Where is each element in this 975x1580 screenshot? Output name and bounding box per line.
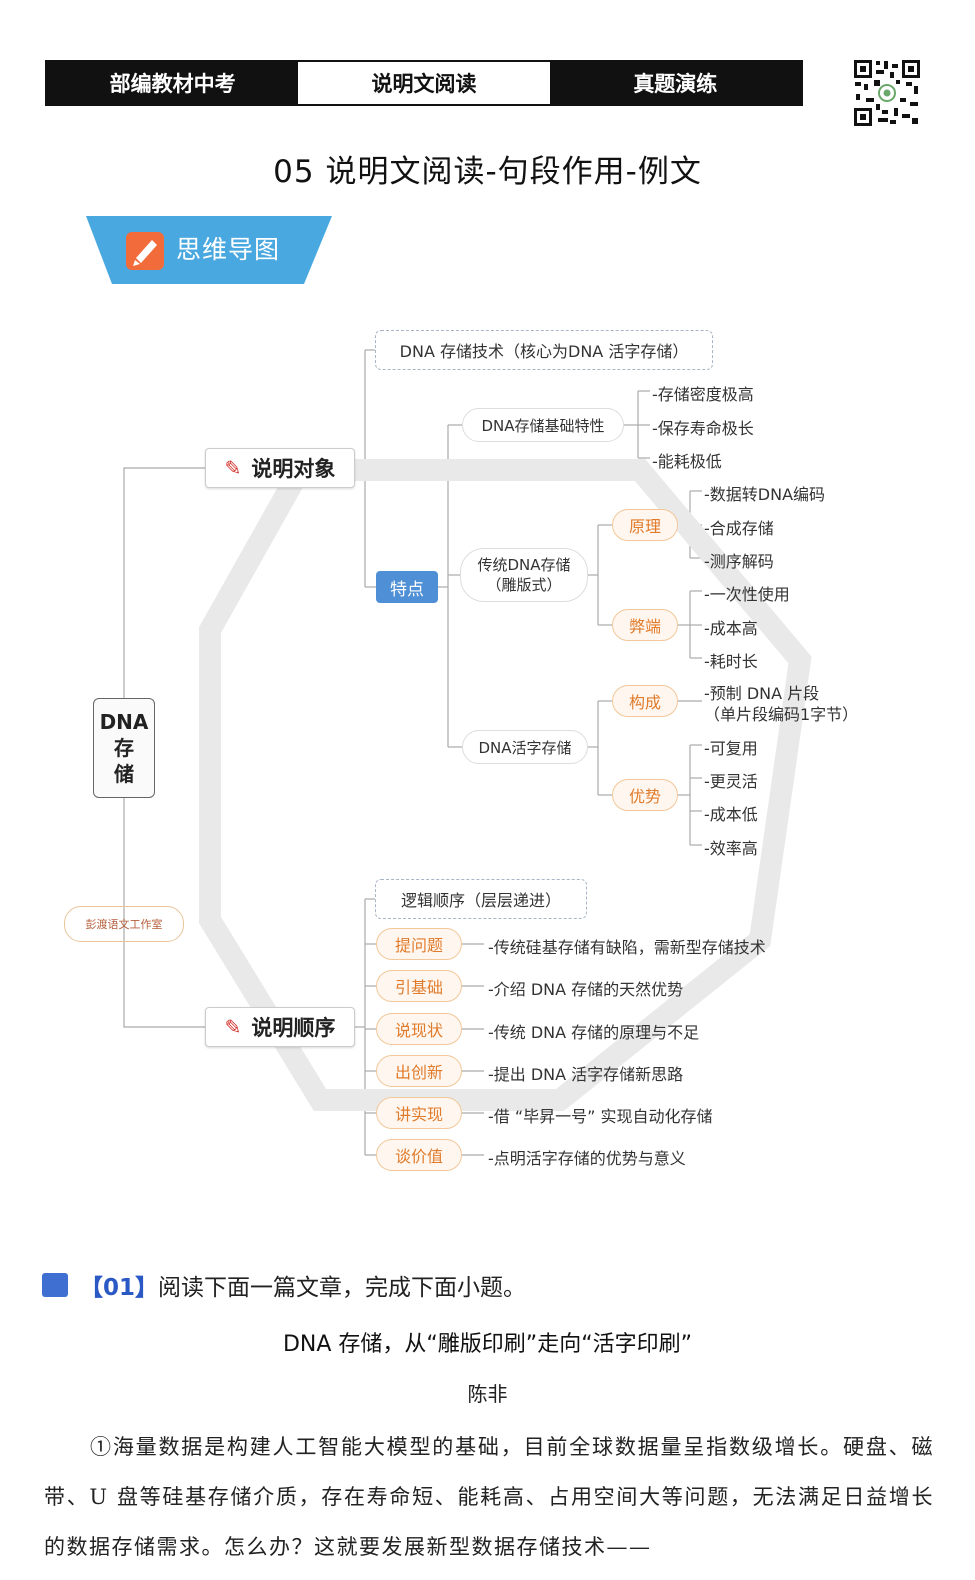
step-text-6: -点明活字存储的优势与意义 <box>488 1149 686 1168</box>
bookmark-icon <box>42 1273 68 1297</box>
composition-line-1: -预制 DNA 片段 <box>704 684 820 703</box>
traditional-storage-node: 传统DNA存储 （雕版式） <box>460 548 588 602</box>
root-line-2: 存 <box>114 736 134 760</box>
mindmap-banner <box>86 216 332 284</box>
step-text-4: -提出 DNA 活字存储新思路 <box>488 1065 684 1084</box>
header-center-tab: 说明文阅读 <box>298 62 550 104</box>
mindmap-root: DNA 存 储 <box>93 698 155 798</box>
article-paragraph-1: ①海量数据是构建人工智能大模型的基础，目前全球数据量呈指数级增长。硬盘、磁带、U… <box>44 1435 934 1559</box>
article-title: DNA 存储，从“雕版印刷”走向“活字印刷” <box>282 1332 693 1357</box>
root-line-3: 储 <box>114 762 134 786</box>
core-object-node: DNA 存储技术（核心为DNA 活字存储） <box>375 330 713 370</box>
root-line-1: DNA <box>99 710 149 734</box>
branch-order-label: 说明顺序 <box>251 1016 336 1040</box>
header-bar: 部编教材中考 说明文阅读 真题演练 <box>45 60 803 106</box>
principle-item-1: -数据转DNA编码 <box>704 485 826 504</box>
step-tag-2: 引基础 <box>376 970 462 1002</box>
composition-line-2: （单片段编码1字节） <box>704 705 859 724</box>
pencil-icon: ✎ <box>224 1015 242 1039</box>
step-text-1: -传统硅基存储有缺陷，需新型存储技术 <box>488 938 766 957</box>
mind-map-connectors <box>123 349 812 1156</box>
drawback-item-3: -耗时长 <box>704 652 758 671</box>
basic-item-2: -保存寿命极长 <box>652 419 754 438</box>
step-text-2: -介绍 DNA 存储的天然优势 <box>488 980 684 999</box>
question-heading: 【01】 阅读下面一篇文章，完成下面小题。 <box>42 1268 526 1302</box>
advantage-item-2: -更灵活 <box>704 772 758 791</box>
article-author: 陈非 <box>467 1382 508 1406</box>
branch-object-label: 说明对象 <box>251 457 336 481</box>
advantage-item-1: -可复用 <box>704 739 758 758</box>
basic-feature-node: DNA存储基础特性 <box>462 408 624 442</box>
principle-item-3: -测序解码 <box>704 552 774 571</box>
step-tag-6: 谈价值 <box>376 1139 462 1171</box>
advantage-tag: 优势 <box>612 779 678 811</box>
advantage-item-3: -成本低 <box>704 805 758 824</box>
principle-tag: 原理 <box>612 509 678 541</box>
logic-order-node: 逻辑顺序（层层递进） <box>375 879 587 919</box>
step-text-3: -传统 DNA 存储的原理与不足 <box>488 1023 700 1042</box>
page-title: 05 说明文阅读-句段作用-例文 <box>273 154 702 190</box>
feature-tag: 特点 <box>376 571 438 603</box>
step-tag-3: 说现状 <box>376 1013 462 1045</box>
drawback-tag: 弊端 <box>612 609 678 641</box>
step-tag-4: 出创新 <box>376 1055 462 1087</box>
basic-item-1: -存储密度极高 <box>652 385 754 404</box>
drawback-item-1: -一次性使用 <box>704 585 790 604</box>
branch-object: ✎ 说明对象 <box>205 448 355 488</box>
drawback-item-2: -成本高 <box>704 619 758 638</box>
header-right-tab: 真题演练 <box>549 62 801 104</box>
mind-map: DNA 存 储 ✎ 说明对象 DNA 存储技术（核心为DNA 活字存储） 特点 … <box>0 300 975 1200</box>
studio-seal: 彭渡语文工作室 <box>64 906 184 942</box>
banner-label: 思维导图 <box>176 235 281 264</box>
basic-item-3: -能耗极低 <box>652 452 722 471</box>
qr-code-icon <box>852 58 922 128</box>
traditional-line-1: 传统DNA存储 <box>477 556 571 574</box>
step-text-5: -借 “毕昇一号” 实现自动化存储 <box>488 1107 713 1126</box>
principle-item-2: -合成存储 <box>704 519 774 538</box>
step-tag-5: 讲实现 <box>376 1097 462 1129</box>
pencil-icon: ✎ <box>224 456 242 480</box>
traditional-line-2: （雕版式） <box>486 576 562 594</box>
composition-tag: 构成 <box>612 685 678 717</box>
movable-storage-node: DNA活字存储 <box>462 730 588 764</box>
question-prompt: 阅读下面一篇文章，完成下面小题。 <box>158 1275 527 1301</box>
advantage-item-4: -效率高 <box>704 839 758 858</box>
step-tag-1: 提问题 <box>376 928 462 960</box>
question-number: 【01】 <box>80 1275 159 1301</box>
branch-order: ✎ 说明顺序 <box>205 1007 355 1047</box>
header-left-tab: 部编教材中考 <box>47 62 299 104</box>
